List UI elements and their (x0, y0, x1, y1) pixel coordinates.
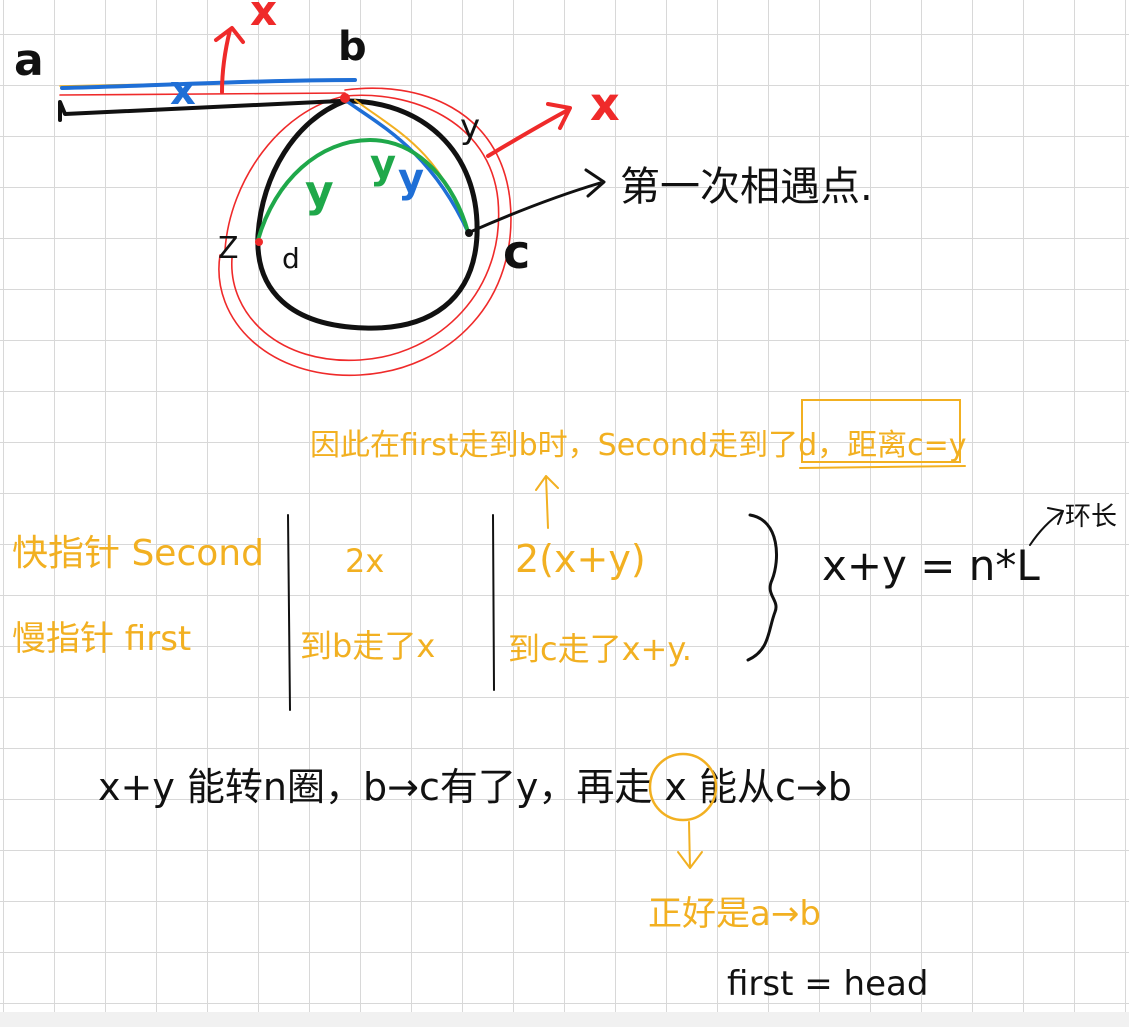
node-d-label: d (282, 242, 300, 275)
orange-up-arrow (535, 475, 559, 529)
red-tail-line (59, 92, 346, 96)
label-x-top: x (250, 0, 277, 35)
node-b-dot (340, 93, 350, 103)
label-y-blue: y (398, 156, 424, 202)
black-tail-line (58, 99, 342, 122)
node-a-label: a (14, 35, 44, 86)
red-outer-ring-1 (218, 87, 512, 376)
annotation-top: 因此在first走到b时，Second走到了d，距离c=y (310, 428, 967, 463)
label-y-green: y (305, 166, 334, 217)
node-c-label: c (503, 225, 530, 279)
green-path (256, 138, 470, 242)
right-brace (746, 513, 778, 662)
ring-length-label: 环长 (1065, 502, 1117, 532)
first-meet-label: 第一次相遇点. (620, 164, 873, 210)
table-separator-2 (492, 514, 495, 691)
equation: x+y = n*L (822, 541, 1040, 590)
row-fast-col1: 2x (345, 542, 384, 580)
row-slow-col2: 到c走了x+y. (508, 630, 692, 668)
node-b-label: b (338, 24, 367, 70)
annotation-underline (799, 465, 966, 469)
bottom-bar (0, 1012, 1129, 1027)
label-y-green-2: y (370, 142, 396, 188)
row-fast-label: 快指针 Second (12, 533, 264, 574)
ring-length-arrow (1029, 507, 1064, 546)
annotation-box (801, 399, 961, 463)
blue-path-cycle (343, 98, 470, 234)
row-slow-col1: 到b走了x (300, 627, 435, 665)
result-code: first = head (727, 964, 928, 1004)
row-fast-col2: 2(x+y) (515, 537, 646, 581)
node-d-dot (255, 238, 263, 246)
result-down-arrow (677, 821, 703, 869)
label-y-right: y (460, 107, 480, 147)
red-arrow-up (214, 26, 245, 94)
table-separator-1 (287, 514, 291, 711)
conclusion: x+y 能转n圈，b→c有了y，再走 x 能从c→b (98, 765, 852, 809)
red-arrow-right (486, 102, 572, 158)
row-slow-label: 慢指针 first (12, 619, 191, 659)
black-arrow-first-meet (468, 168, 606, 234)
x-highlight-circle (648, 752, 718, 822)
label-x-right: x (590, 77, 620, 131)
label-z: Z (218, 231, 239, 266)
blue-path (60, 78, 357, 90)
label-x-blue: x (170, 68, 196, 114)
red-outer-ring-2 (231, 94, 500, 362)
black-cycle (255, 98, 480, 331)
result-arrow-note: 正好是a→b (648, 894, 821, 934)
